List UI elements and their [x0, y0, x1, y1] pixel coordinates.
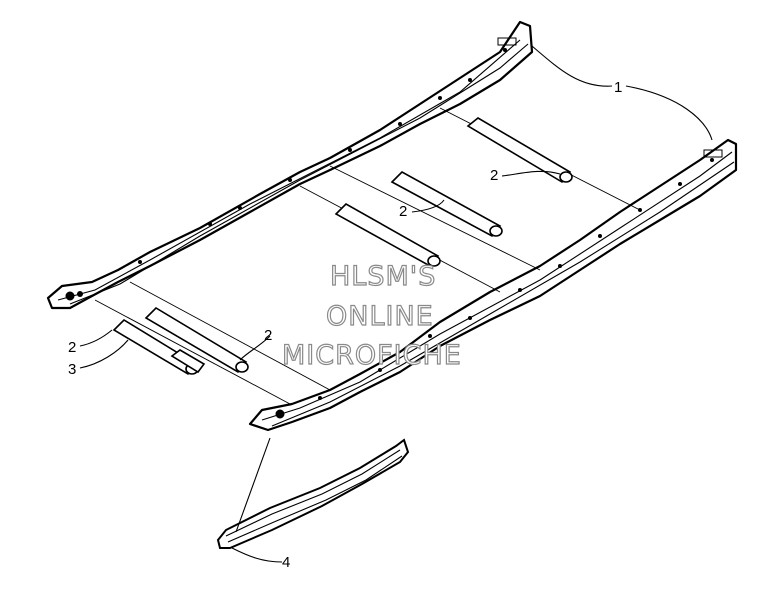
- leader-lines: [79, 45, 713, 563]
- watermark-line-1: HLSM'S: [330, 261, 436, 292]
- callout-1: 1: [614, 79, 622, 96]
- callout-labels: 1 2 2 2 2 3 4: [68, 79, 622, 571]
- callout-2-left: 2: [68, 339, 76, 356]
- cross-shaft-mid-upper: [390, 171, 503, 238]
- rail-mount-holes: [65, 37, 517, 301]
- watermark-line-3: MICROFICHE: [282, 340, 462, 371]
- cross-shaft-front-with-spacer: [112, 318, 206, 376]
- callout-2-rear: 2: [490, 167, 498, 184]
- rail-mount-holes-front: [275, 149, 723, 419]
- cross-shafts: [94, 107, 641, 405]
- cross-shaft-rear: [466, 117, 573, 184]
- callout-2-front: 2: [264, 327, 272, 344]
- callout-4: 4: [282, 554, 290, 571]
- right-rail: [248, 138, 738, 432]
- callout-2-mid: 2: [399, 203, 407, 220]
- watermark: HLSM'S ONLINE MICROFICHE: [281, 260, 462, 371]
- watermark-line-2: ONLINE: [326, 301, 434, 332]
- hifax-slide: [216, 438, 410, 549]
- left-rail: [46, 20, 534, 310]
- callout-3: 3: [68, 361, 76, 378]
- cross-shaft-front: [144, 306, 249, 374]
- cross-shaft-mid: [334, 203, 441, 268]
